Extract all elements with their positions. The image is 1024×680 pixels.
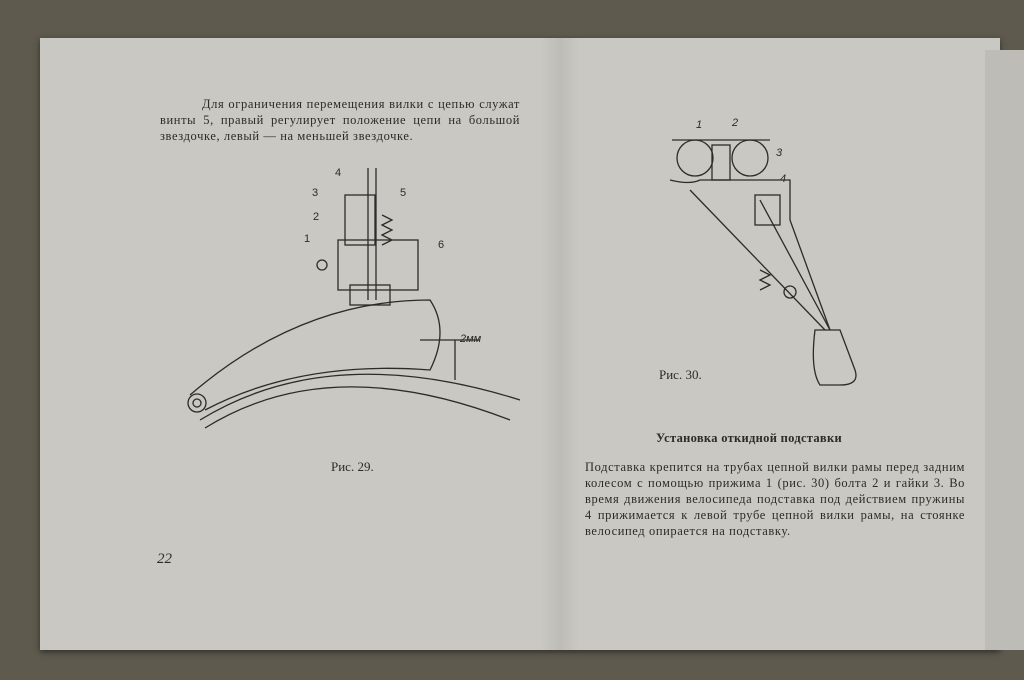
fig30-label-4: 4	[780, 173, 786, 185]
figure-30-caption: Рис. 30.	[659, 367, 702, 382]
page-number: 22	[157, 551, 172, 567]
fork-body	[189, 299, 441, 411]
next-page-edge	[985, 50, 1024, 650]
fig29-label-2: 2	[313, 211, 319, 223]
fig29-label-4: 4	[335, 167, 341, 179]
fig29-label-3: 3	[312, 187, 318, 199]
section-heading: Установка откидной подставки	[656, 431, 842, 445]
figure-30-drawing	[669, 139, 857, 386]
fig29-label-6: 6	[438, 239, 444, 251]
fig30-label-2: 2	[731, 117, 738, 129]
fig29-dimension: 2мм	[459, 333, 482, 345]
right-paragraph: Подставка крепится на трубах цепной вилк…	[585, 460, 965, 538]
fig29-label-5: 5	[400, 187, 406, 199]
fig30-label-1: 1	[696, 119, 702, 131]
fig29-label-1: 1	[304, 233, 310, 245]
fig30-label-3: 3	[776, 147, 783, 159]
book-gutter	[540, 38, 580, 650]
left-paragraph: Для ограничения перемещения вилки с цепь…	[160, 97, 520, 143]
figure-29-caption: Рис. 29.	[331, 459, 374, 474]
book-page-spread	[40, 38, 1000, 650]
